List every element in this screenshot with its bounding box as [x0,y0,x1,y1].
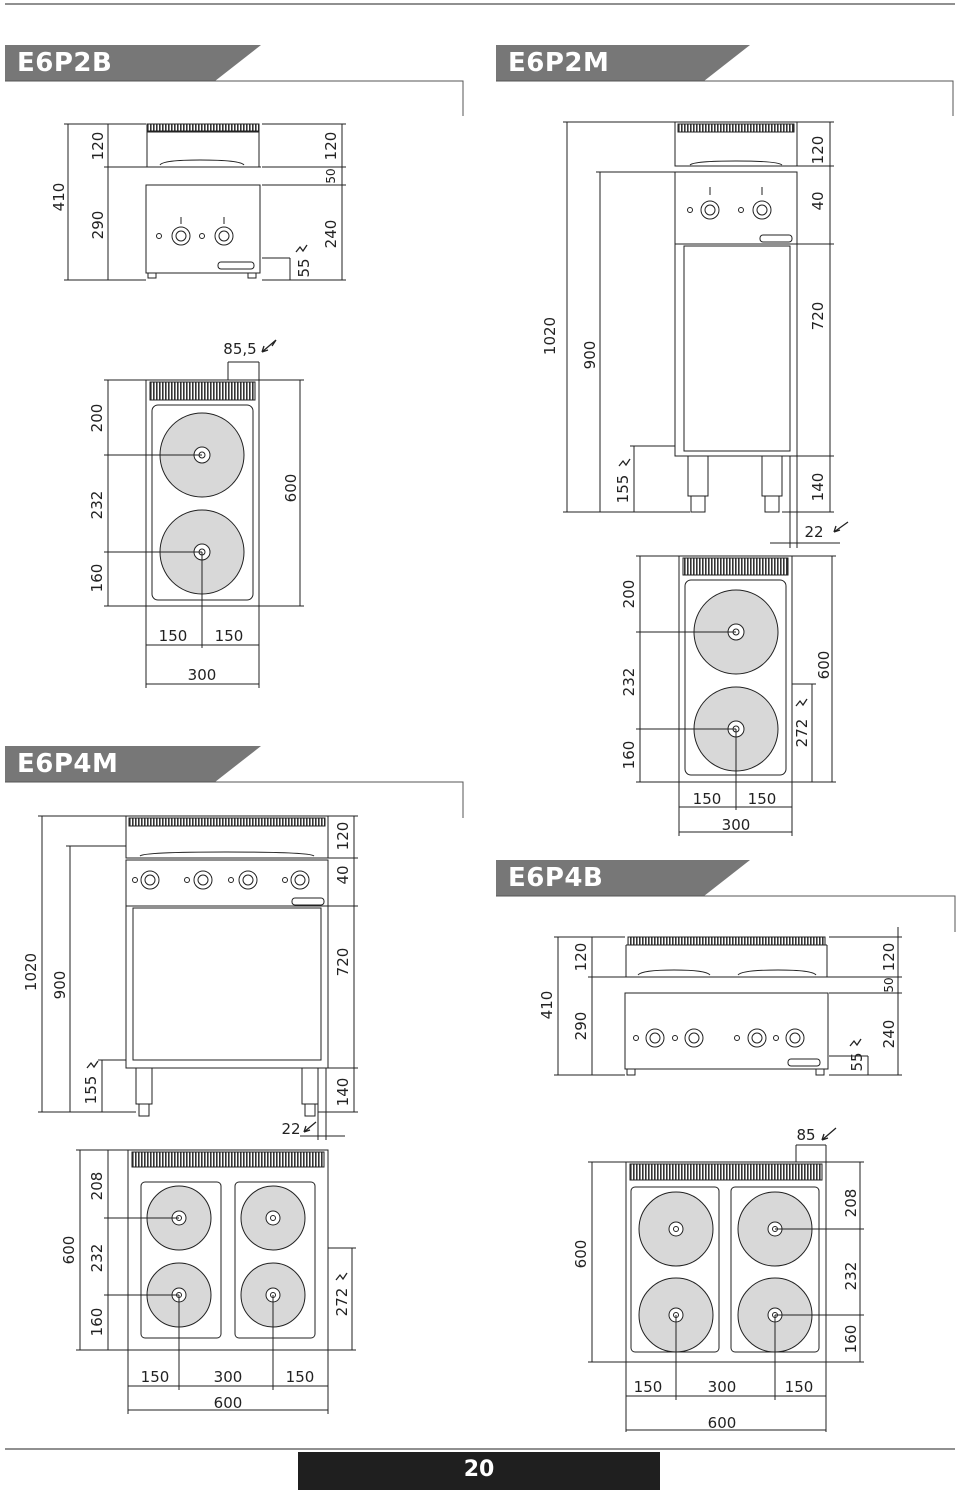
model-tab-e6p2b: E6P2B [5,45,261,81]
gas-symbol-icon [295,244,308,253]
gas-symbol-icon [261,339,277,353]
dim-label: 600 [708,1414,737,1432]
dim-label: 155 [614,475,632,504]
dim-label: 600 [572,1240,590,1269]
dim-label: 22 [804,523,823,541]
dim-label: 300 [722,816,751,834]
model-title: E6P4B [508,863,604,893]
gas-symbol-icon [303,1121,317,1133]
dim-label: 900 [581,341,599,370]
dim-label: 150 [785,1378,814,1396]
dim-label: 290 [89,211,107,240]
dim-label: 40 [809,191,827,210]
dim-label: 150 [748,790,777,808]
dim-label: 150 [159,627,188,645]
dim-label: 290 [572,1012,590,1041]
e6p4b-top-view [588,1144,864,1432]
dim-label: 1020 [541,317,559,355]
dim-label: 120 [572,943,590,972]
dim-label: 140 [809,473,827,502]
model-tab-e6p2m: E6P2M [496,45,750,81]
gas-symbol-icon [86,1060,99,1069]
gas-symbol-icon [833,521,849,533]
dim-label: 232 [88,491,106,520]
gas-symbol-icon [821,1127,837,1141]
dim-label: 232 [620,668,638,697]
dim-label: 300 [708,1378,737,1396]
model-title: E6P2B [17,48,113,78]
dim-label: 900 [51,971,69,1000]
dim-label: 410 [538,991,556,1020]
dim-label: 300 [188,666,217,684]
dim-label: 140 [334,1078,352,1107]
e6p4b-front-view [554,927,902,1076]
dim-label: 85 [796,1126,815,1144]
dim-label: 1020 [22,953,40,991]
dim-label: 300 [214,1368,243,1386]
dim-label: 50 [324,168,338,183]
dim-label: 240 [880,1020,898,1049]
dim-label: 120 [89,132,107,161]
gas-symbol-icon [335,1272,348,1281]
page-footer: 20 [298,1452,660,1490]
e6p4m-front-view [38,815,358,1140]
dim-label: 600 [815,651,833,680]
dim-label: 85,5 [223,340,256,358]
dim-label: 272 [793,719,811,748]
model-title: E6P2M [508,48,610,78]
dim-label: 55 [848,1052,866,1071]
dim-label: 120 [334,822,352,851]
dim-label: 200 [88,404,106,433]
gas-symbol-icon [795,698,808,707]
dim-label: 150 [634,1378,663,1396]
dim-label: 150 [141,1368,170,1386]
dim-label: 160 [88,564,106,593]
dim-label: 55 [295,258,313,277]
dim-label: 600 [60,1236,78,1265]
e6p2b-top-view [104,361,304,688]
e6p4m-top-view [76,1149,356,1414]
dim-label: 208 [88,1172,106,1201]
dim-label: 150 [215,627,244,645]
e6p2m-front-view [563,121,840,548]
page-number: 20 [463,1457,495,1482]
e6p2m-top-view [636,555,836,836]
dim-label: 150 [693,790,722,808]
dim-label: 150 [286,1368,315,1386]
dim-label: 120 [322,132,340,161]
dim-label: 40 [334,865,352,884]
dim-label: 160 [88,1308,106,1337]
dim-label: 120 [809,136,827,165]
model-tab-e6p4m: E6P4M [5,746,261,782]
dim-label: 50 [882,977,896,992]
gas-symbol-icon [849,1038,862,1047]
dim-label: 720 [334,948,352,977]
dim-label: 232 [842,1262,860,1291]
dim-label: 160 [842,1325,860,1354]
model-title: E6P4M [17,749,119,779]
dim-label: 272 [333,1288,351,1317]
dim-label: 120 [880,943,898,972]
dim-label: 600 [214,1394,243,1412]
dim-label: 240 [322,220,340,249]
dim-label: 22 [281,1120,300,1138]
dim-label: 155 [82,1076,100,1105]
dim-label: 160 [620,741,638,770]
model-tab-e6p4b: E6P4B [496,860,750,896]
dim-label: 720 [809,302,827,331]
dim-label: 410 [50,183,68,212]
gas-symbol-icon [618,458,631,467]
dim-label: 600 [282,474,300,503]
dim-label: 200 [620,580,638,609]
dim-label: 208 [842,1189,860,1218]
dim-label: 232 [88,1244,106,1273]
e6p2b-front-view [64,123,346,281]
